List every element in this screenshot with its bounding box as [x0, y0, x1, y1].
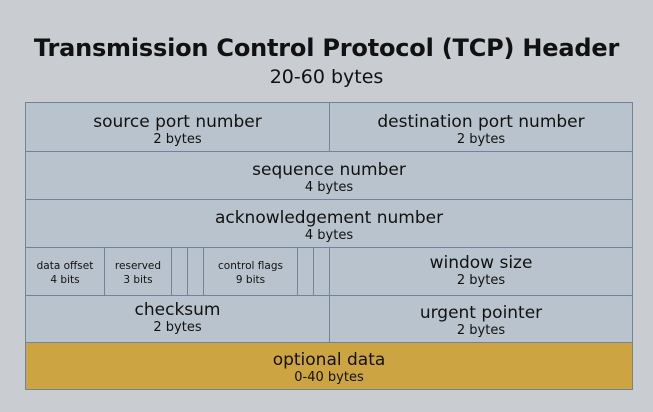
control-flag-bit	[314, 248, 330, 296]
field-destination-port: destination port number 2 bytes	[330, 103, 632, 152]
field-size: 2 bytes	[456, 323, 506, 338]
diagram-title: Transmission Control Protocol (TCP) Head…	[33, 34, 620, 62]
field-sequence-number: sequence number 4 bytes	[26, 152, 632, 200]
field-size: 9 bits	[235, 274, 266, 286]
field-label: control flags	[218, 260, 283, 272]
field-size: 2 bytes	[153, 132, 202, 147]
diagram-subtitle: 20-60 bytes	[269, 66, 384, 88]
field-source-port: source port number 2 bytes	[26, 103, 330, 152]
field-data-offset: data offset 4 bits	[26, 248, 105, 296]
field-label: checksum	[134, 300, 221, 320]
field-size: 2 bytes	[153, 320, 202, 335]
tcp-header-table: source port number 2 bytes destination p…	[25, 102, 633, 390]
field-control-flags: control flags 9 bits	[204, 248, 298, 296]
field-label: acknowledgement number	[214, 208, 444, 228]
field-acknowledgement-number: acknowledgement number 4 bytes	[26, 200, 632, 248]
field-label: source port number	[93, 112, 262, 132]
field-size: 2 bytes	[456, 273, 506, 288]
field-label: destination port number	[377, 112, 585, 132]
control-flag-bit	[188, 248, 204, 296]
field-size: 4 bytes	[304, 180, 354, 195]
field-checksum: checksum 2 bytes	[26, 296, 330, 343]
field-label: window size	[429, 253, 533, 273]
control-flag-bit	[298, 248, 314, 296]
field-optional-data: optional data 0-40 bytes	[26, 343, 632, 389]
field-size: 4 bits	[50, 274, 80, 286]
field-label: optional data	[272, 350, 386, 370]
field-size: 3 bits	[123, 274, 153, 286]
field-label: sequence number	[252, 160, 406, 180]
field-label: urgent pointer	[419, 303, 543, 323]
field-reserved: reserved 3 bits	[105, 248, 172, 296]
field-label: reserved	[114, 260, 162, 272]
field-label: data offset	[36, 260, 94, 272]
control-flag-bit	[172, 248, 188, 296]
field-size: 2 bytes	[456, 132, 506, 147]
field-urgent-pointer: urgent pointer 2 bytes	[330, 296, 632, 343]
field-size: 0-40 bytes	[294, 370, 364, 385]
field-size: 4 bytes	[304, 228, 354, 243]
field-window-size: window size 2 bytes	[330, 248, 632, 296]
